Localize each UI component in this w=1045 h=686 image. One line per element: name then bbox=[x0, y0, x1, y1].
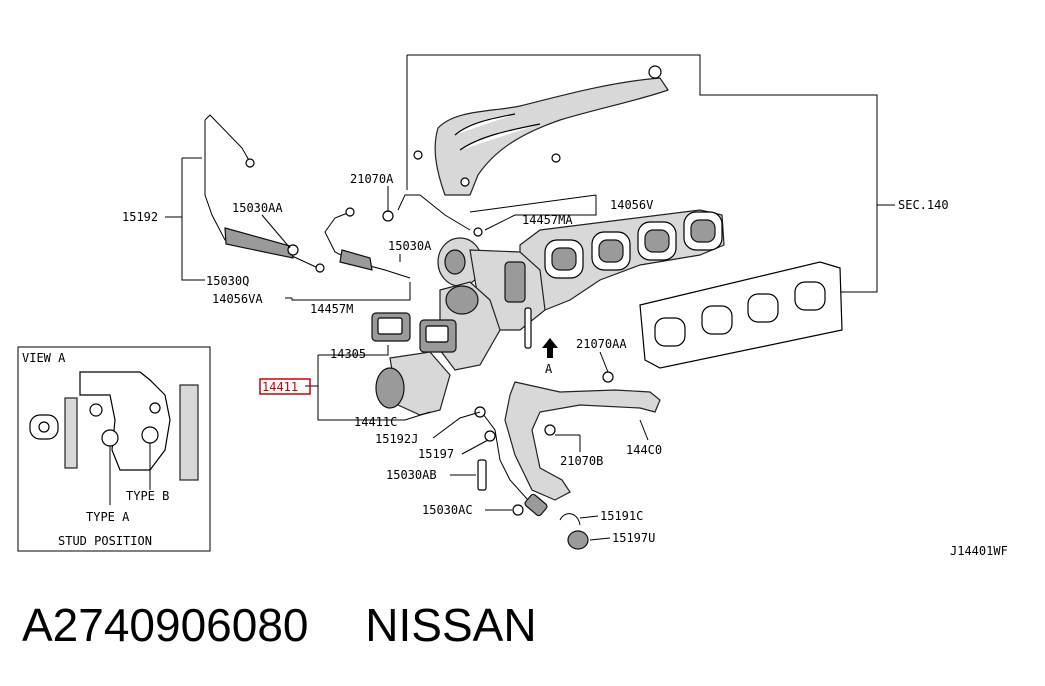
label-15192: 15192 bbox=[122, 210, 158, 224]
inset-title: VIEW A bbox=[22, 351, 66, 365]
view-a-arrow bbox=[542, 338, 558, 358]
label-14457ma: 14457MA bbox=[522, 213, 573, 227]
inset-type-b: TYPE B bbox=[126, 489, 169, 503]
washer-15030ac bbox=[512, 504, 524, 516]
heat-shield-box bbox=[406, 54, 895, 293]
label-14305: 14305 bbox=[330, 347, 366, 361]
brand-name: NISSAN bbox=[365, 599, 537, 651]
diagram-code: J14401WF bbox=[950, 544, 1008, 558]
label-14411c: 14411C bbox=[354, 415, 397, 429]
stud-bolt bbox=[524, 307, 532, 349]
cap-15197u bbox=[567, 530, 589, 550]
heat-shield-part bbox=[413, 65, 669, 196]
label-15030ac: 15030AC bbox=[422, 503, 473, 517]
clip-15191c bbox=[559, 513, 581, 526]
water-tube-14056va bbox=[324, 207, 411, 279]
inset-type-a: TYPE A bbox=[86, 510, 130, 524]
label-15197: 15197 bbox=[418, 447, 454, 461]
label-15030ab: 15030AB bbox=[386, 468, 437, 482]
label-15030a: 15030A bbox=[388, 239, 432, 253]
water-tube-14056v bbox=[382, 194, 483, 237]
label-144c0: 144C0 bbox=[626, 443, 662, 457]
label-15030aa: 15030AA bbox=[232, 201, 283, 215]
view-a-inset bbox=[17, 346, 211, 552]
inset-caption: STUD POSITION bbox=[58, 534, 152, 548]
label-15197u: 15197U bbox=[612, 531, 655, 545]
label-14056va: 14056VA bbox=[212, 292, 263, 306]
outlet-pipe-14411c bbox=[375, 351, 451, 416]
label-21070a: 21070A bbox=[350, 172, 394, 186]
exhaust-manifold bbox=[519, 209, 725, 311]
label-15030q: 15030Q bbox=[206, 274, 249, 288]
label-14056v: 14056V bbox=[610, 198, 653, 212]
label-21070b: 21070B bbox=[560, 454, 603, 468]
label-arrow-a: A bbox=[545, 362, 553, 376]
manifold-gasket bbox=[639, 261, 843, 369]
oil-return-144c0 bbox=[504, 371, 661, 501]
oil-tube-15192 bbox=[204, 114, 325, 273]
bolt-15030ab bbox=[477, 459, 487, 491]
highlight-box-14411 bbox=[259, 378, 311, 395]
label-21070aa: 21070AA bbox=[576, 337, 627, 351]
label-sec140: SEC.140 bbox=[898, 198, 949, 212]
label-14457m: 14457M bbox=[310, 302, 353, 316]
footer: A2740906080 NISSAN bbox=[22, 598, 537, 662]
label-14411[interactable]: 14411 bbox=[262, 380, 298, 394]
label-15192j: 15192J bbox=[375, 432, 418, 446]
parts-diagram: 15192 15030AA 15030Q 14056VA 14457M 2107… bbox=[17, 54, 1008, 558]
oil-feed-tube-15192j bbox=[474, 406, 548, 517]
actuator-14305 bbox=[371, 312, 457, 353]
label-15191c: 15191C bbox=[600, 509, 643, 523]
part-number: A2740906080 bbox=[22, 599, 309, 651]
